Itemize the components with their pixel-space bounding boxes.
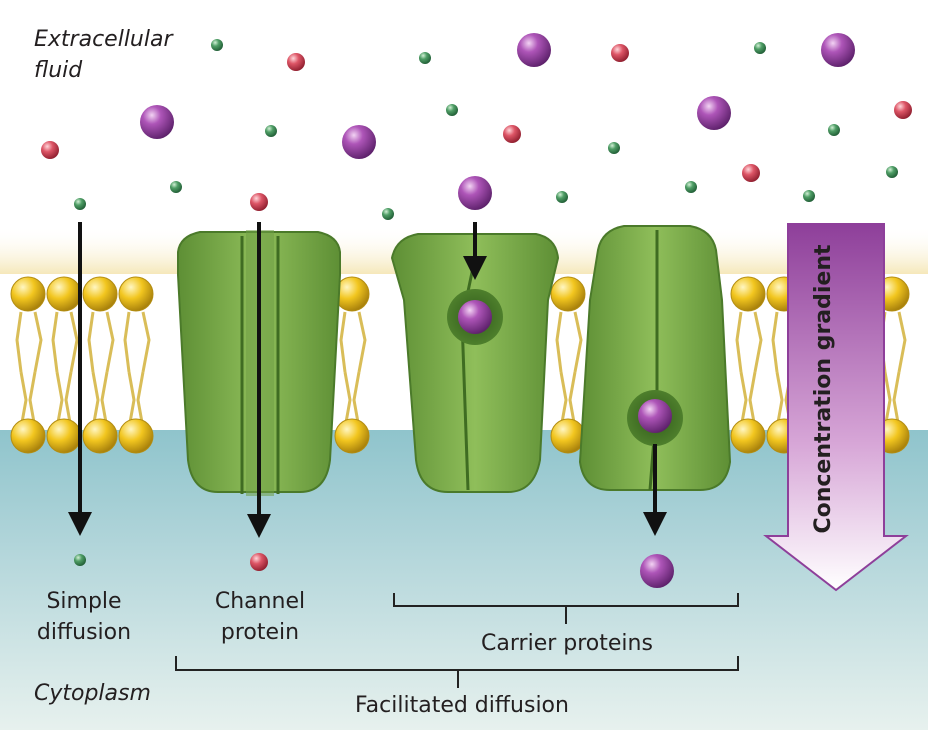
facilitated-diffusion-label: Facilitated diffusion [355,693,569,718]
phospholipid-head-icon [730,418,766,454]
green-molecule-icon [446,104,458,116]
green-molecule-icon [74,198,86,210]
red-molecule-icon [894,101,912,119]
channel-protein-label: Channel protein [214,589,306,645]
purple-molecule-icon [517,33,551,67]
green-molecule-icon [886,166,898,178]
red-molecule-icon [611,44,629,62]
phospholipid-head-icon [550,276,586,312]
molecules [41,33,912,588]
red-molecule-icon [287,53,305,71]
concentration-gradient-label: Concentration gradient [811,244,836,534]
purple-molecule-icon [342,125,376,159]
concentration-gradient-arrow [763,223,909,592]
phospholipid-head-icon [82,276,118,312]
green-molecule-icon [265,125,277,137]
green-molecule-icon [211,39,223,51]
green-molecule-icon [803,190,815,202]
phospholipid-head-icon [10,276,46,312]
green-molecule-icon [170,181,182,193]
carrier-proteins-bracket [393,593,739,624]
purple-molecule-icon [821,33,855,67]
green-molecule-icon [382,208,394,220]
red-molecule-icon [742,164,760,182]
phospholipid-head-icon [46,276,82,312]
phospholipid-head-icon [82,418,118,454]
purple-molecule-icon [458,176,492,210]
cytoplasm-label: Cytoplasm [34,681,151,706]
carrier-protein-open-outward [390,233,560,493]
red-molecule-icon [503,125,521,143]
simple-diffusion-label: Simple diffusion [36,589,132,645]
red-molecule-icon [250,553,268,571]
green-molecule-icon [419,52,431,64]
phospholipid-head-icon [10,418,46,454]
red-molecule-icon [41,141,59,159]
extracellular-fluid-label: Extracellular fluid [34,27,173,83]
phospholipid-head-icon [730,276,766,312]
green-molecule-icon [754,42,766,54]
purple-molecule-icon [638,399,672,433]
purple-molecule-icon [140,105,174,139]
green-molecule-icon [74,554,86,566]
green-molecule-icon [608,142,620,154]
carrier-proteins-label: Carrier proteins [481,631,653,656]
facilitated-diffusion-bracket [175,656,739,688]
phospholipid-head-icon [118,276,154,312]
red-molecule-icon [250,193,268,211]
phospholipid-head-icon [334,418,370,454]
carrier-protein-open-inward [578,225,732,491]
purple-molecule-icon [458,300,492,334]
purple-molecule-icon [640,554,674,588]
green-molecule-icon [685,181,697,193]
phospholipid-head-icon [46,418,82,454]
green-molecule-icon [828,124,840,136]
green-molecule-icon [556,191,568,203]
phospholipid-head-icon [118,418,154,454]
purple-molecule-icon [697,96,731,130]
